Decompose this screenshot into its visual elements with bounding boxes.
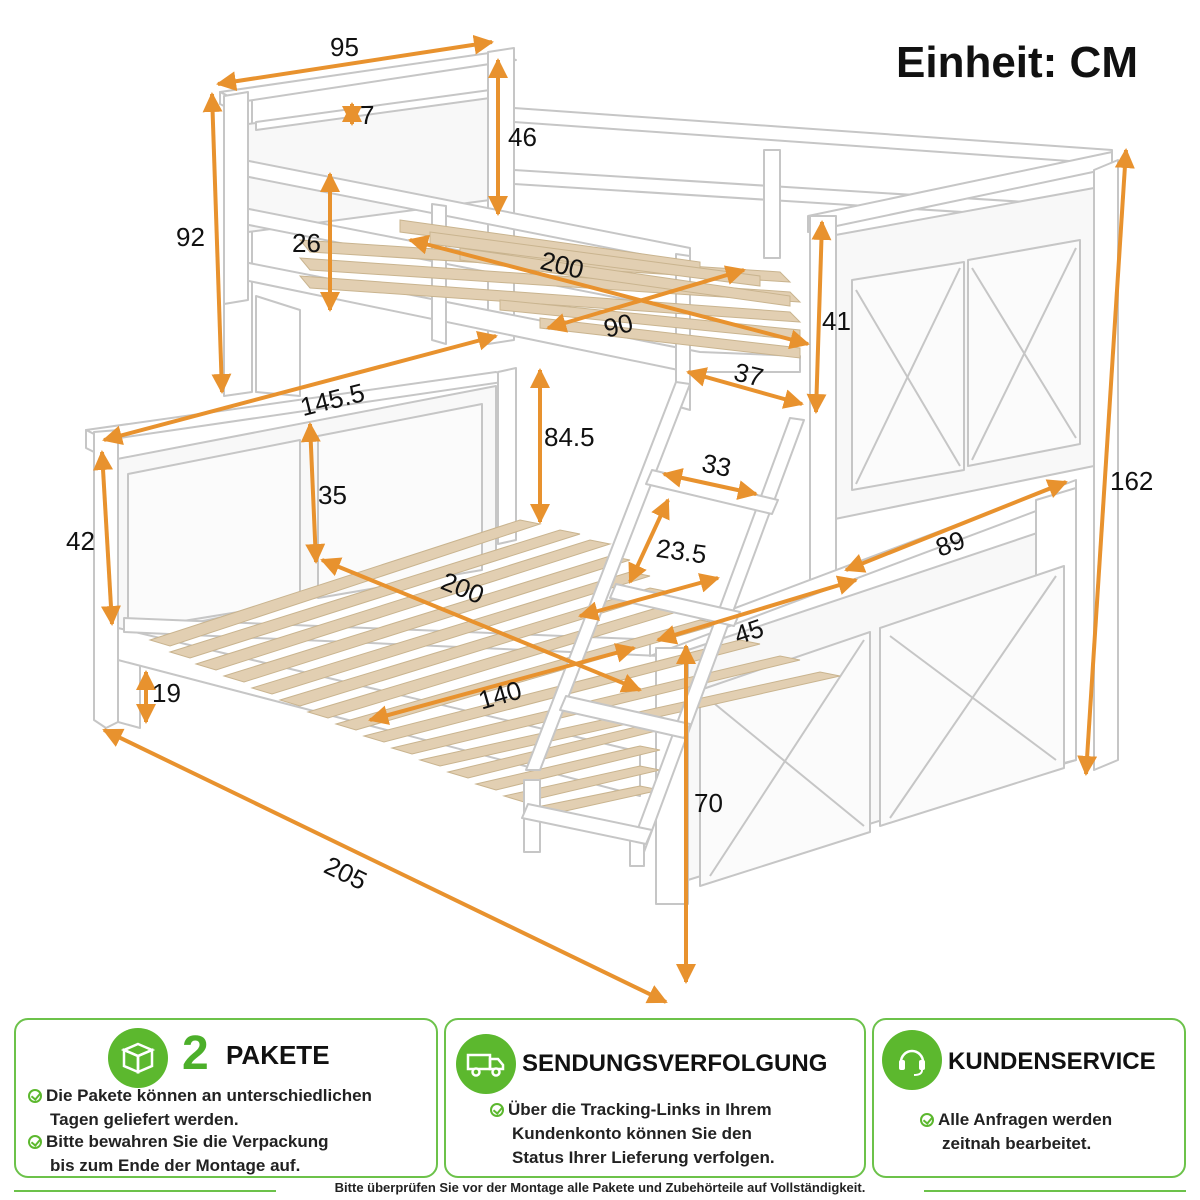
service-note: Alle Anfragen werden zeitnah bearbeitet. (920, 1108, 1112, 1156)
service-panel: KUNDENSERVICE Alle Anfragen werden zeitn… (872, 1018, 1186, 1178)
dim-clearance: 84.5 (544, 422, 595, 452)
dim-leg-height: 19 (152, 678, 181, 708)
headset-icon (882, 1030, 942, 1090)
tracking-title: SENDUNGSVERFOLGUNG (522, 1050, 828, 1077)
dim-lower-inner-width: 140 (475, 675, 525, 716)
tracking-note: Über die Tracking-Links in Ihrem Kundenk… (490, 1098, 775, 1170)
dim-rung-width: 33 (699, 448, 734, 483)
packages-note-1: Die Pakete können an unterschiedlichen T… (28, 1084, 372, 1132)
box-icon (108, 1028, 168, 1088)
tracking-panel: SENDUNGSVERFOLGUNG Über die Tracking-Lin… (444, 1018, 866, 1178)
check-icon (920, 1113, 934, 1127)
service-title: KUNDENSERVICE (948, 1048, 1156, 1075)
check-icon (28, 1135, 42, 1149)
packages-panel: 2 PAKETE Die Pakete können an unterschie… (14, 1018, 438, 1178)
product-illustration: 95 7 46 92 26 200 90 41 37 145.5 84.5 33… (66, 32, 1153, 1004)
dim-rung-spacing: 23.5 (654, 533, 708, 570)
packages-title: PAKETE (226, 1040, 330, 1070)
unit-label: Einheit: CM (896, 38, 1138, 87)
bunk-bed-drawing: 95 7 46 92 26 200 90 41 37 145.5 84.5 33… (66, 32, 1153, 1004)
dim-lower-height: 70 (694, 788, 723, 818)
packages-note-2: Bitte bewahren Sie die Verpackung bis zu… (28, 1130, 328, 1178)
dim-guard-height: 46 (508, 122, 537, 152)
dim-headboard-height: 35 (318, 480, 347, 510)
package-count: 2 (182, 1027, 209, 1080)
dimension-lines (93, 34, 1135, 1004)
dim-total-height: 162 (1110, 466, 1153, 496)
dim-side-height: 42 (66, 526, 95, 556)
dim-ladder-opening: 37 (731, 357, 766, 393)
dim-rail-gap: 7 (360, 100, 374, 130)
dimension-labels: 95 7 46 92 26 200 90 41 37 145.5 84.5 33… (66, 32, 1153, 896)
dim-guard-rail: 26 (292, 228, 321, 258)
truck-icon (456, 1034, 516, 1094)
footer-note: Bitte überprüfen Sie vor der Montage all… (0, 1180, 1200, 1200)
check-icon (490, 1103, 504, 1117)
check-icon (28, 1089, 42, 1103)
dim-top-width: 95 (330, 32, 359, 62)
dim-post-height-upper: 41 (822, 306, 851, 336)
dim-total-post-height: 92 (176, 222, 205, 252)
